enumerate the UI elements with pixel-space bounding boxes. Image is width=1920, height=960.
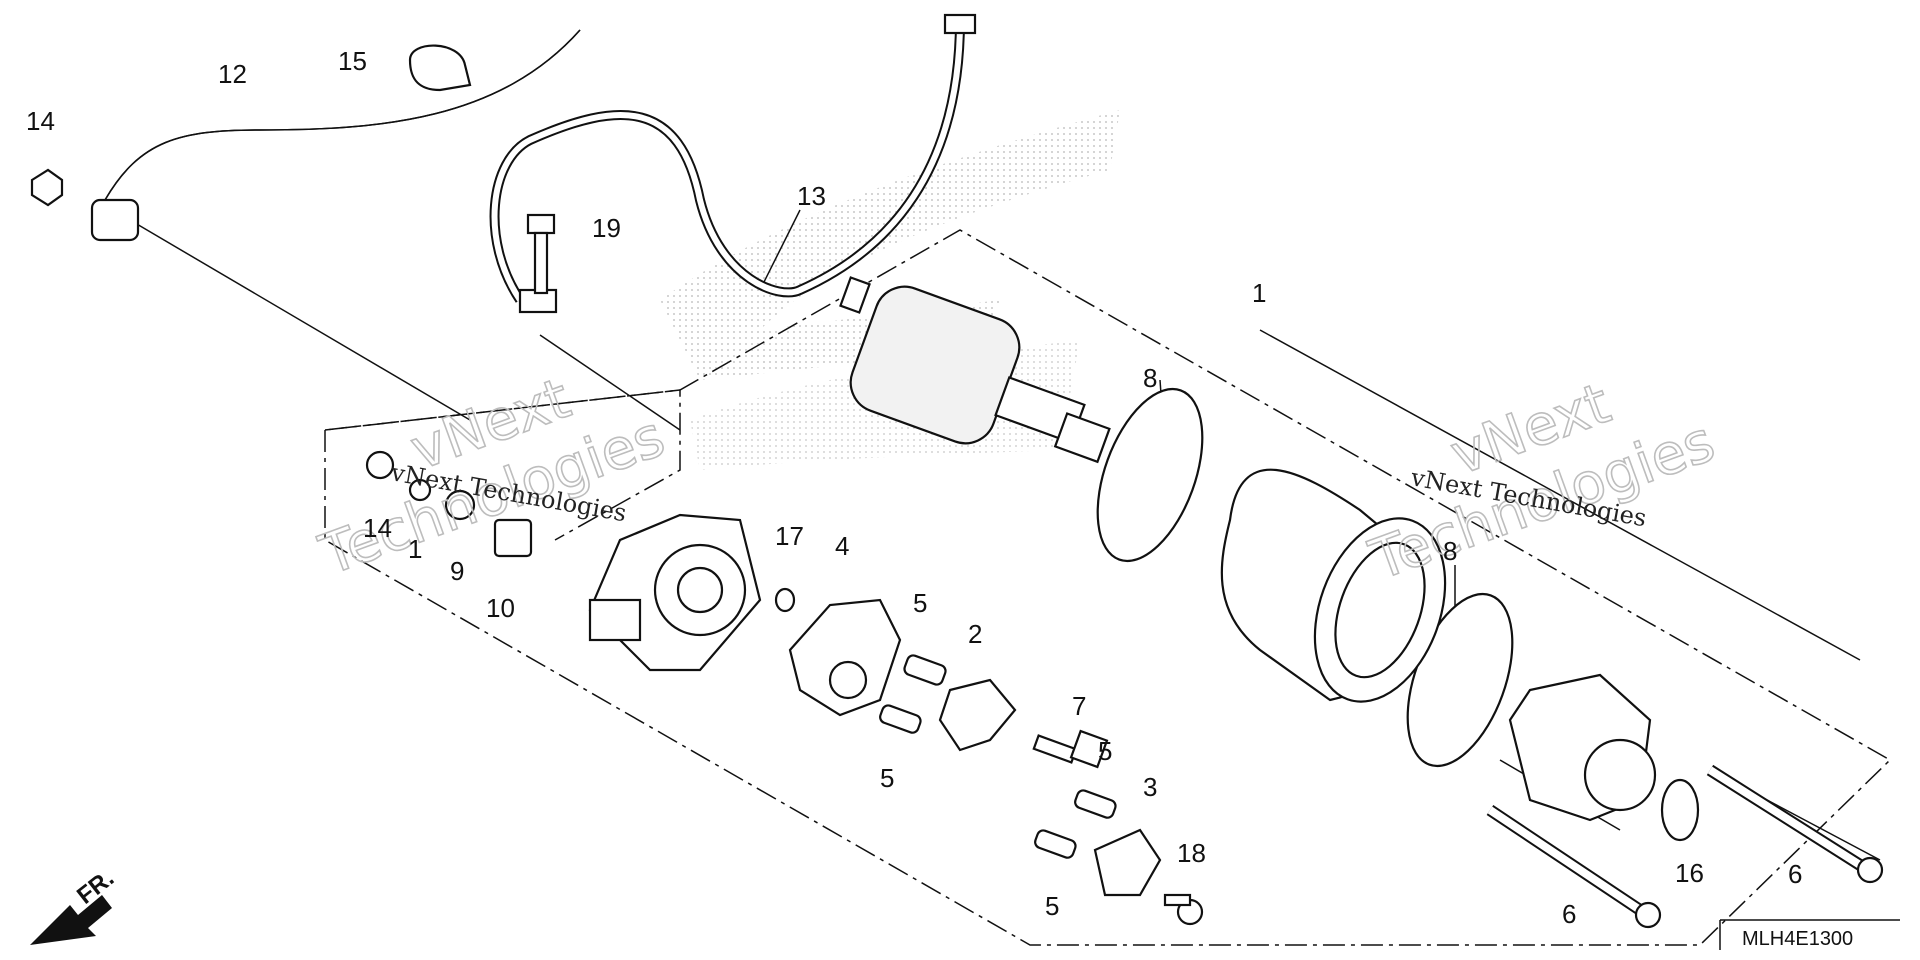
- cable-terminal: [90, 198, 140, 242]
- cable-clamp: [408, 44, 472, 92]
- cable-end-terminal: [943, 13, 977, 35]
- o-ring-16: [1660, 778, 1700, 842]
- callout-14-lower: 14: [363, 513, 392, 543]
- brush-2: [938, 678, 1017, 752]
- callout-6-bottom: 6: [1562, 899, 1576, 929]
- callout-1-main: 1: [1252, 278, 1266, 308]
- terminal-bolt-7: [1032, 729, 1109, 769]
- callout-3: 3: [1143, 772, 1157, 802]
- callout-12: 12: [218, 59, 247, 89]
- screw-18: [1163, 893, 1204, 926]
- long-bolts: [1486, 764, 1884, 929]
- callout-5-a: 5: [913, 588, 927, 618]
- callout-6-right: 6: [1788, 859, 1802, 889]
- callout-1-small: 1: [408, 534, 422, 564]
- callout-13: 13: [797, 181, 826, 211]
- brush-3: [1093, 828, 1162, 897]
- callout-5-d: 5: [1045, 891, 1059, 921]
- yoke: [1220, 468, 1447, 703]
- callout-5-b: 5: [880, 763, 894, 793]
- callout-4: 4: [835, 531, 849, 561]
- callout-10: 10: [486, 593, 515, 623]
- svg-text:MLH4E1300: MLH4E1300: [1742, 928, 1853, 950]
- springs: [879, 654, 1117, 859]
- callout-14-top: 14: [26, 106, 55, 136]
- o-ring-8a: [1096, 387, 1204, 563]
- front-direction-marker: FR.: [30, 865, 119, 945]
- callout-2: 2: [968, 619, 982, 649]
- flange-nut-top: [30, 168, 64, 207]
- callout-8-lower: 8: [1443, 536, 1457, 566]
- front-cover: [588, 513, 762, 672]
- bolt-19: [526, 213, 556, 295]
- svg-text:FR.: FR.: [72, 865, 119, 910]
- armature: [839, 276, 1111, 464]
- callout-19: 19: [592, 213, 621, 243]
- assembly-outline: [324, 229, 1892, 946]
- terminal-10: [493, 518, 533, 558]
- nut-14: [365, 450, 395, 480]
- callout-8-upper: 8: [1143, 363, 1157, 393]
- callout-17: 17: [775, 521, 804, 551]
- bushing-9: [444, 489, 476, 521]
- callout-5-c: 5: [1098, 736, 1112, 766]
- background-wing-logo: [660, 110, 1120, 380]
- diagram-code-box: MLH4E1300: [1719, 919, 1900, 950]
- o-ring-17: [774, 587, 796, 613]
- callout-9: 9: [450, 556, 464, 586]
- brush-holder: [788, 598, 902, 717]
- callout-18: 18: [1177, 838, 1206, 868]
- callout-15: 15: [338, 46, 367, 76]
- washer-1: [408, 478, 432, 502]
- rear-cover: [1508, 673, 1657, 822]
- callout-16: 16: [1675, 858, 1704, 888]
- callout-7: 7: [1072, 691, 1086, 721]
